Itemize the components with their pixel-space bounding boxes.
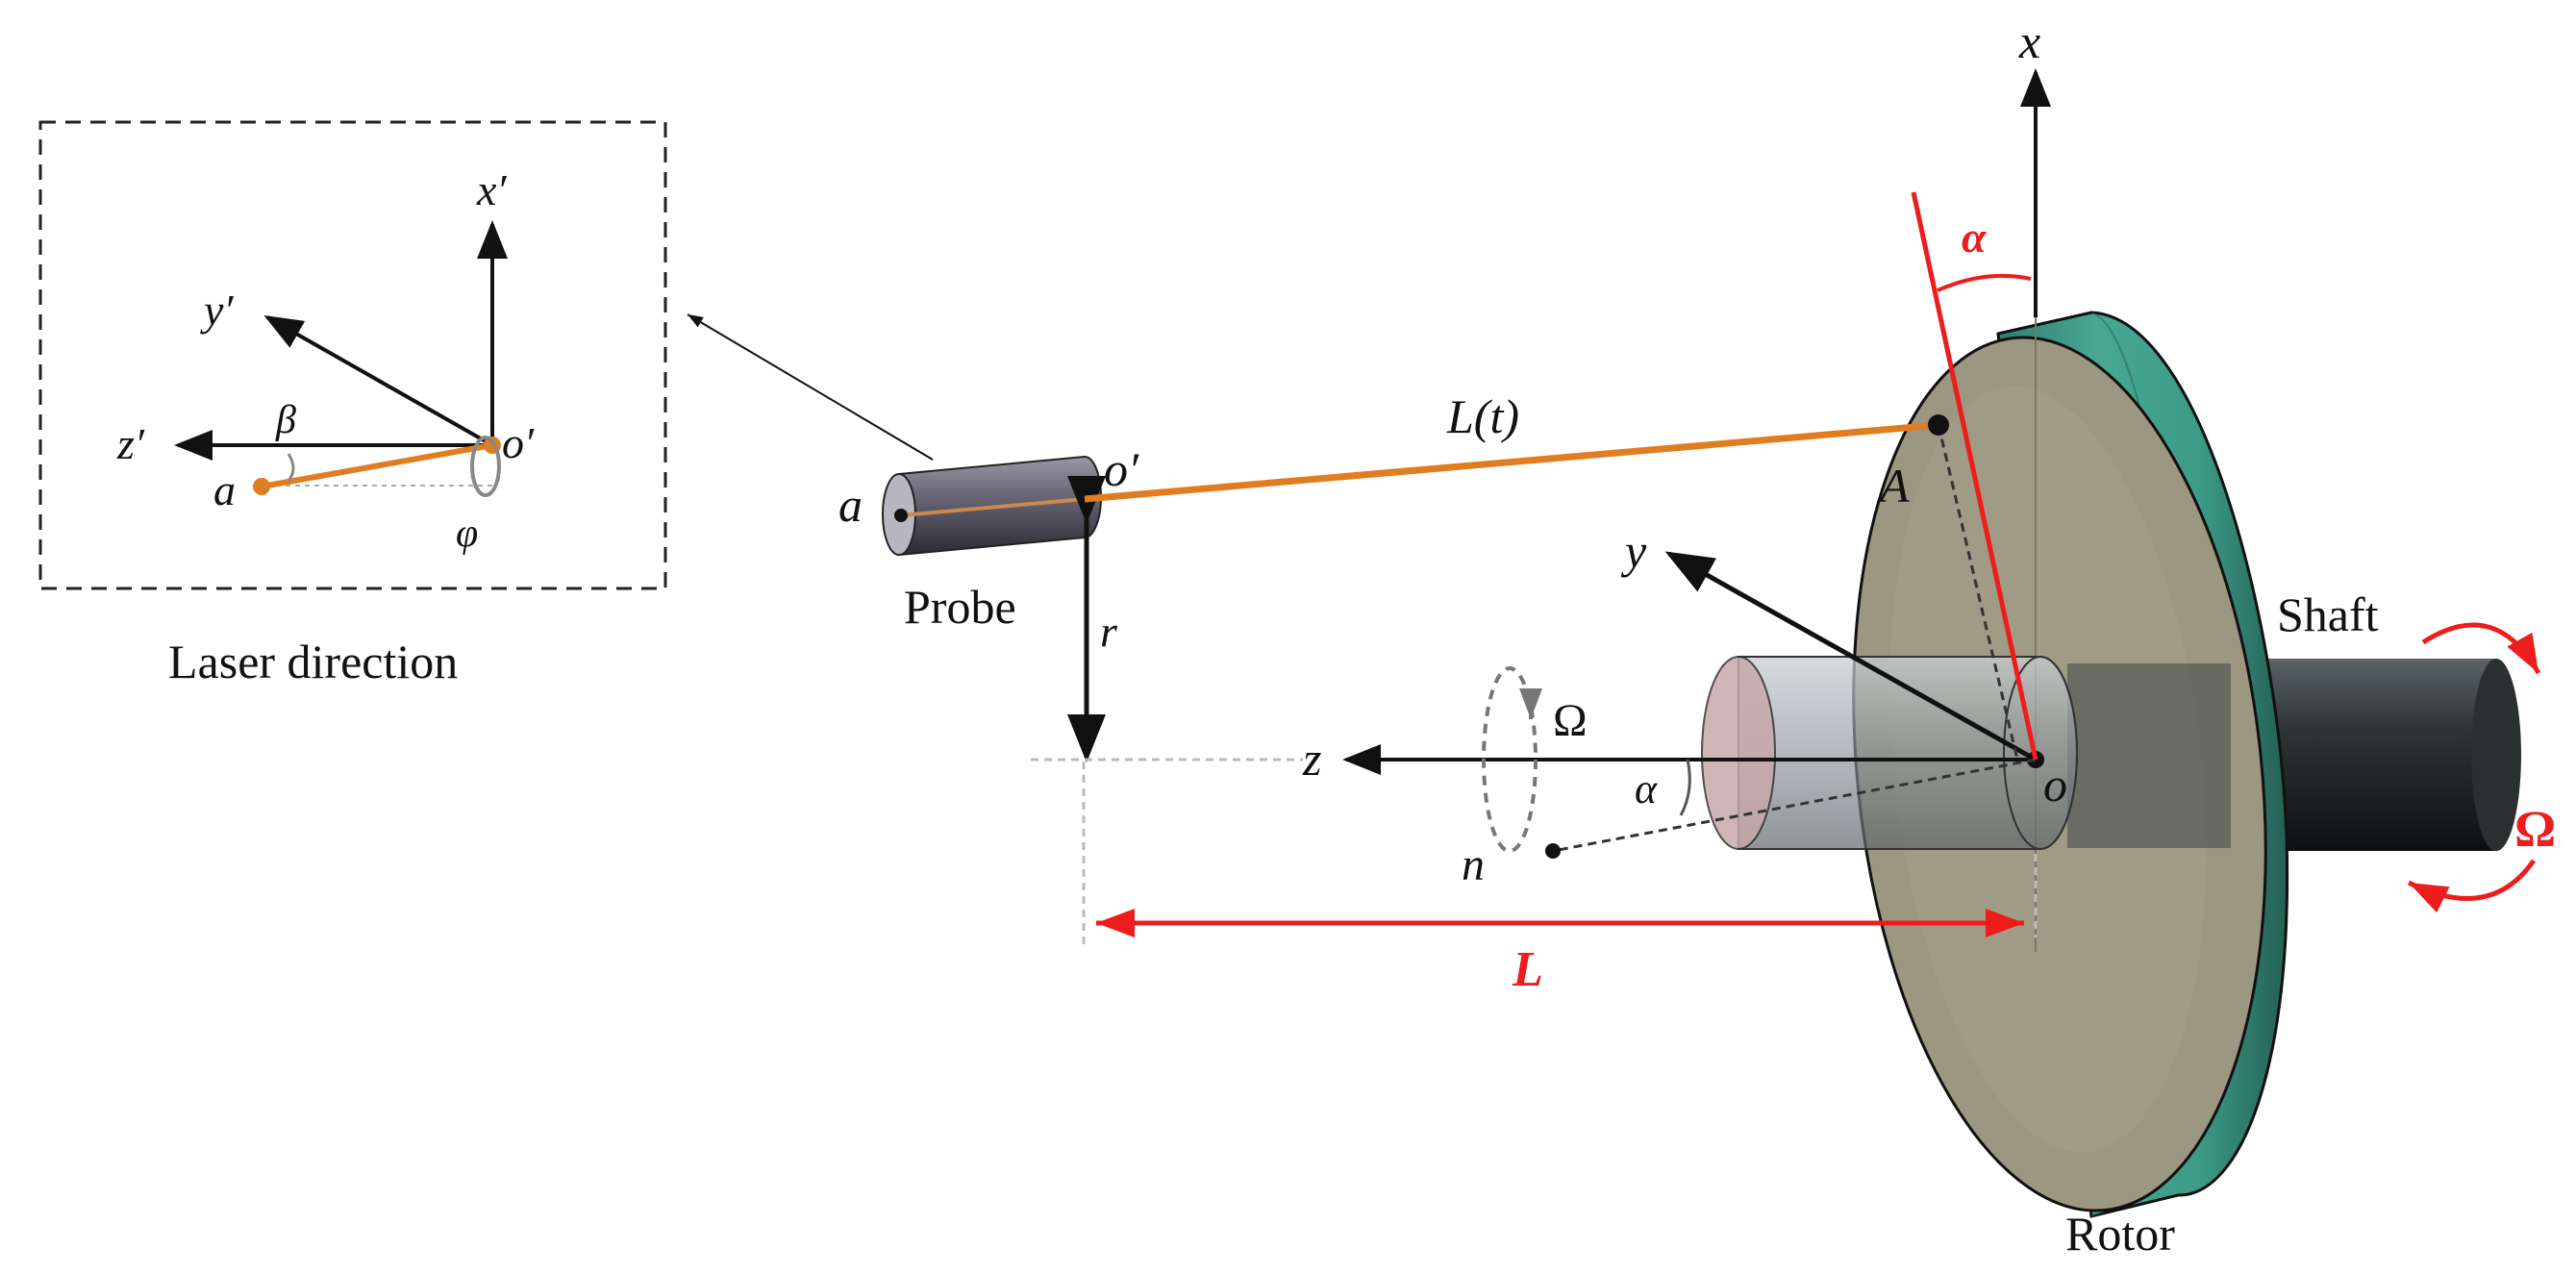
alpha-small-label: α [1635, 765, 1658, 812]
inset-y-axis [263, 315, 493, 447]
red-tilted-axis [1911, 191, 2038, 761]
inset-y-label: y′ [200, 286, 234, 335]
probe-point-a [894, 509, 908, 522]
probe-a-label: a [838, 478, 863, 532]
inset-laser-line [261, 442, 493, 489]
probe: a o′ Probe [838, 442, 1139, 634]
omega-small-ellipse [1482, 666, 1538, 853]
L-label: L [1512, 942, 1543, 997]
point-n-label: n [1462, 839, 1485, 890]
inset-frame [38, 120, 667, 590]
shaft-label: Shaft [2277, 587, 2379, 641]
point-A [1928, 414, 1949, 436]
inset-pointer-arrow [687, 313, 934, 461]
inset-beta-label: β [275, 398, 296, 442]
omega-small-label: Ω [1553, 695, 1588, 746]
inset-point-a [253, 478, 270, 495]
point-A-label: A [1877, 459, 1910, 512]
probe-label: Probe [904, 580, 1016, 634]
inset-point-a-label: a [213, 465, 236, 514]
rotor-origin-label: o [2043, 758, 2067, 812]
z-axis-label: z [1302, 732, 1321, 786]
y-axis [1664, 551, 2038, 762]
hub-end-face [1701, 656, 1776, 850]
inset-caption: Laser direction [168, 635, 458, 688]
inset-beta-arc [287, 453, 295, 482]
inset-phi-arc [470, 436, 501, 497]
rotor-label: Rotor [2065, 1207, 2175, 1261]
inset-origin-label: o′ [502, 418, 535, 467]
probe-origin-label: o′ [1104, 442, 1139, 496]
inset-z-label: z′ [116, 419, 145, 468]
beam-label: L(t) [1446, 389, 1519, 443]
shaft-through-disk [2067, 663, 2231, 848]
inset-x-label: x′ [476, 165, 507, 214]
omega-red-arc-top [2421, 622, 2541, 675]
omega-red-arc-bottom [2407, 859, 2537, 913]
probe-internal-beam [900, 497, 1086, 517]
hub-back-ring [2003, 656, 2078, 850]
laser-beam [1084, 421, 1939, 503]
alpha-small-arc [1679, 759, 1691, 816]
omega-red-label: Ω [2514, 800, 2556, 858]
alpha-red-label: α [1962, 212, 1988, 262]
alpha-red-arc [1937, 273, 2032, 292]
x-axis-label: x [2018, 14, 2040, 68]
inset-phi-label: φ [456, 512, 478, 556]
shaft-end [2471, 659, 2521, 851]
n-axis-dashed [1552, 758, 2037, 853]
y-axis-label: y [1620, 524, 1647, 578]
r-label: r [1100, 607, 1118, 656]
laser-direction-inset: x′ y′ z′ o′ a β φ Laser direction [38, 120, 667, 688]
point-n [1545, 843, 1561, 859]
